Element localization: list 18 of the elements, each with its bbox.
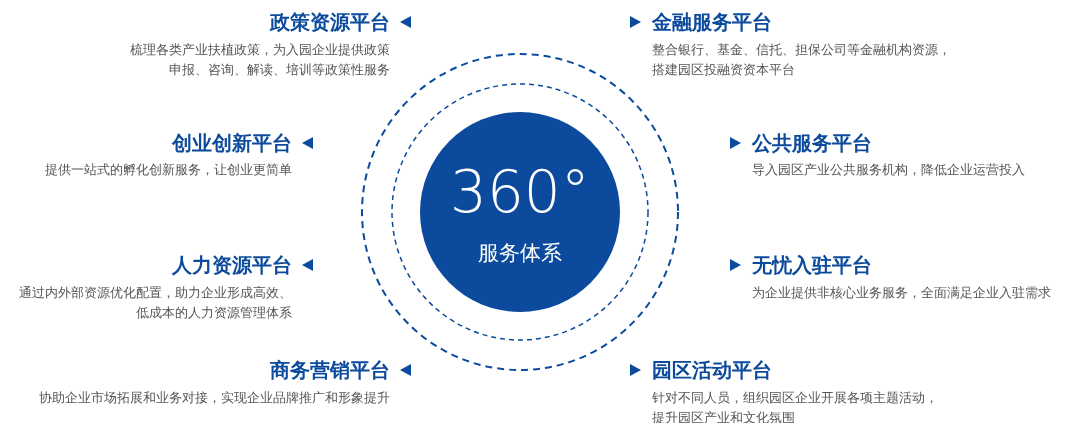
platform-title: 无忧入驻平台 xyxy=(752,253,872,277)
platform-title: 金融服务平台 xyxy=(652,10,772,34)
platform-title: 人力资源平台 xyxy=(172,253,292,277)
platform-title: 创业创新平台 xyxy=(172,131,292,155)
description-text: 协助企业市场拓展和业务对接，实现企业品牌推广和形象提升 xyxy=(38,389,390,407)
description-text: 针对不同人员，组织园区企业开展各项主题活动，提升园区产业和文化氛围 xyxy=(652,389,939,423)
description-text: 梳理各类产业扶植政策，为入园企业提供政策申报、咨询、解读、培训等政策性服务 xyxy=(129,41,390,79)
platform-title: 商务营销平台 xyxy=(270,358,390,382)
platform-title: 政策资源平台 xyxy=(270,10,390,34)
platform-title: 公共服务平台 xyxy=(752,131,872,155)
center-subtitle: 服务体系 xyxy=(478,240,562,267)
description-text: 整合银行、基金、信托、担保公司等金融机构资源，搭建园区投融资资本平台 xyxy=(652,41,952,79)
number-text: 360° xyxy=(450,160,590,224)
platform-title: 园区活动平台 xyxy=(652,358,772,382)
description-text: 为企业提供非核心业务服务，全面满足企业入驻需求 xyxy=(752,284,1052,302)
description-text: 通过内外部资源优化配置，助力企业形成高效、低成本的人力资源管理体系 xyxy=(18,284,292,322)
description-text: 导入园区产业公共服务机构，降低企业运营投入 xyxy=(752,161,1026,179)
description-text: 提供一站式的孵化创新服务，让创业更简单 xyxy=(44,161,292,179)
